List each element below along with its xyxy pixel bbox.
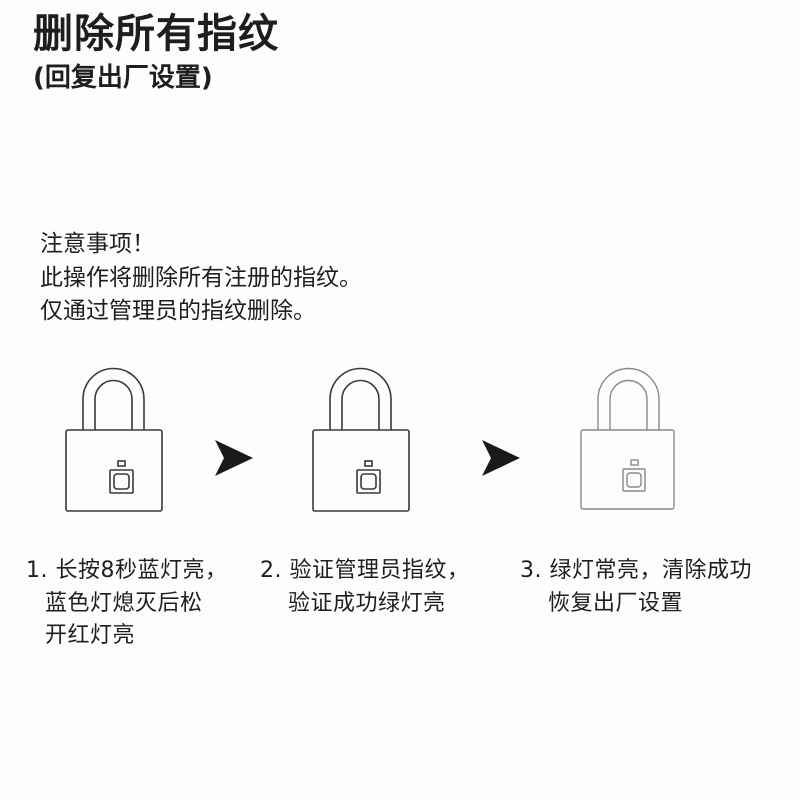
step-3-line: 3. 绿灯常亮，清除成功 bbox=[520, 558, 752, 583]
fingerprint-sensor-icon bbox=[109, 460, 134, 494]
step-1-line: 1. 长按8秒蓝灯亮， bbox=[26, 558, 228, 583]
notes-line: 仅通过管理员的指纹删除。 bbox=[40, 298, 316, 324]
arrow-right-icon bbox=[482, 440, 520, 476]
notes-heading: 注意事项！ bbox=[40, 231, 155, 257]
step-3-line: 恢复出厂设置 bbox=[548, 590, 684, 616]
notes-block: 注意事项！ 此操作将删除所有注册的指纹。 仅通过管理员的指纹删除。 bbox=[40, 228, 362, 329]
step-1-line: 开红灯亮 bbox=[45, 623, 136, 648]
page-title: 删除所有指纹 bbox=[33, 11, 279, 57]
fingerprint-sensor-icon bbox=[356, 460, 381, 494]
step-2: 2. 验证管理员指纹， 验证成功绿灯亮 bbox=[260, 555, 469, 620]
padlock-icon bbox=[65, 367, 163, 512]
step-1-line: 蓝色灯熄灭后松 bbox=[45, 590, 203, 616]
page-subtitle: (回复出厂设置) bbox=[33, 63, 213, 93]
notes-line: 此操作将删除所有注册的指纹。 bbox=[40, 264, 362, 291]
step-2-line: 2. 验证管理员指纹， bbox=[260, 558, 470, 583]
step-1: 1. 长按8秒蓝灯亮， 蓝色灯熄灭后松 开红灯亮 bbox=[26, 555, 227, 653]
arrow-right-icon bbox=[215, 440, 253, 476]
step-3: 3. 绿灯常亮，清除成功 恢复出厂设置 bbox=[520, 555, 752, 620]
fingerprint-sensor-icon bbox=[622, 459, 646, 492]
step-2-line: 验证成功绿灯亮 bbox=[288, 590, 446, 616]
padlock-icon bbox=[580, 367, 675, 510]
padlock-icon bbox=[312, 367, 410, 512]
